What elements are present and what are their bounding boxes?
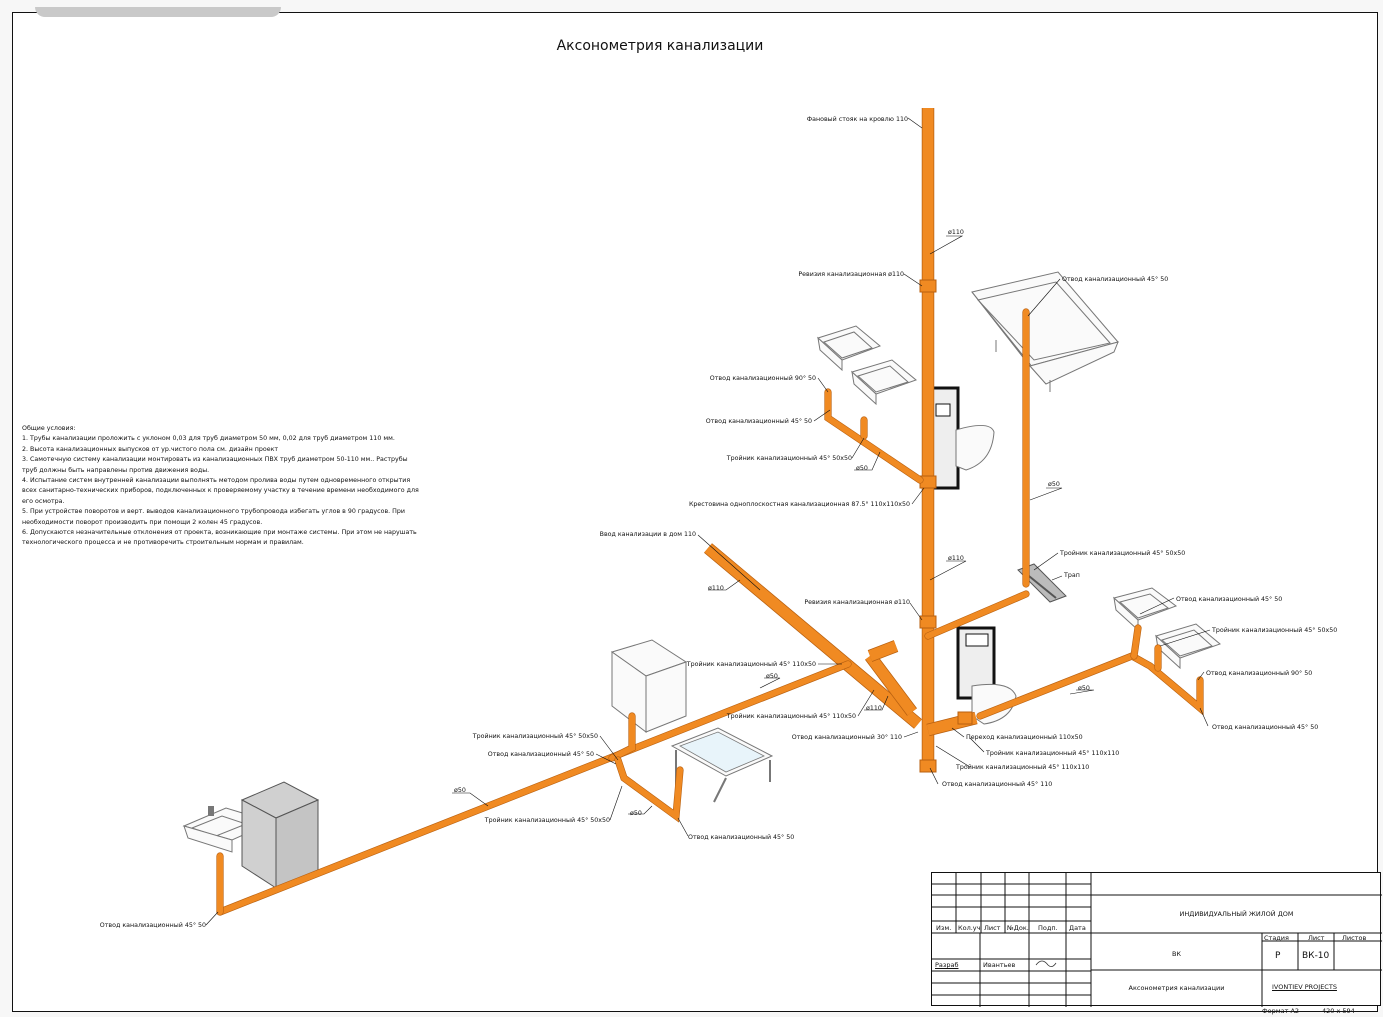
- label-tee-110-50-b: Тройник канализационный 45° 110х50: [726, 712, 856, 720]
- note-line: 3. Самотечную систему канализации монтир…: [22, 456, 408, 464]
- note-line: труб должны быть направлены против движе…: [22, 466, 210, 474]
- note-line: 5. При устройстве поворотов и верт. выво…: [22, 508, 405, 516]
- label-dia: ø50: [630, 810, 642, 817]
- leader-lines: [205, 117, 1211, 926]
- label-tee-110-50-a: Тройник канализационный 45° 110х50: [686, 660, 816, 668]
- label-tee-upper: Тройник канализационный 45° 50х50: [726, 454, 852, 462]
- tb-stage-label: Стадия: [1264, 934, 1289, 942]
- label-tee-right: Тройник канализационный 45° 50х50: [1211, 626, 1337, 634]
- tb-dev-label: Разраб: [935, 961, 959, 969]
- label-elbow-sink: Отвод канализационный 45° 50: [100, 921, 206, 929]
- size-label: 420 x 594: [1322, 1007, 1355, 1015]
- label-elbow-90-upper: Отвод канализационный 90° 50: [710, 374, 816, 382]
- tb-sheet-no: ВК-10: [1302, 951, 1330, 961]
- frame-tab: [35, 7, 281, 17]
- label-cross: Крестовина одноплоскостная канализационн…: [689, 500, 910, 508]
- title-block-grid: [932, 873, 1382, 1007]
- label-dia: ø110: [948, 555, 964, 562]
- tb-sheet-name: Аксонометрия канализации: [1128, 984, 1225, 992]
- label-dia: ø110: [866, 705, 882, 712]
- tb-code: ВК: [1171, 950, 1182, 958]
- label-tee-drain: Тройник канализационный 45° 50х50: [1059, 549, 1185, 557]
- format-label: Формат А2: [1262, 1007, 1300, 1015]
- note-line: 2. Высота канализационных выпусков от ур…: [22, 445, 279, 453]
- label-reducer: Переход канализационный 110х50: [966, 733, 1083, 741]
- label-floor-drain: Трап: [1063, 572, 1080, 579]
- note-line: 6. Допускаются незначительные отклонения…: [22, 529, 417, 537]
- label-elbow-table: Отвод канализационный 45° 50: [688, 833, 794, 841]
- wall-hung-toilet-lower: [956, 626, 1017, 725]
- drawing-title: Аксонометрия канализации: [556, 38, 764, 54]
- tb-header: Кол.уч: [958, 924, 981, 932]
- washbasin-right-lower: [1155, 623, 1221, 670]
- label-revision-upper: Ревизия канализационная ø110: [798, 271, 904, 278]
- label-dia: ø50: [1048, 481, 1060, 488]
- tb-header: Подп.: [1038, 924, 1058, 932]
- tb-sheets-label: Листов: [1342, 934, 1367, 942]
- label-elbow-right-2: Отвод канализационный 45° 50: [1212, 723, 1318, 731]
- label-tee-110-110-b: Тройник канализационный 45° 110х110: [955, 763, 1089, 771]
- washbasin-upper-right: [851, 359, 917, 406]
- label-inlet: Ввод канализации в дом 110: [600, 531, 696, 538]
- label-tee-left: Тройник канализационный 45° 50х50: [472, 732, 598, 740]
- label-bath-elbow: Отвод канализационный 45° 50: [1062, 275, 1168, 283]
- tb-header: Дата: [1069, 924, 1086, 932]
- dishwasher: [240, 781, 320, 889]
- label-vent-stack: Фановый стояк на кровлю 110: [807, 115, 908, 123]
- note-line: Общие условия:: [22, 425, 76, 432]
- table-frame: [670, 727, 774, 803]
- washbasin-upper-left: [817, 325, 881, 372]
- note-line: 1. Трубы канализации проложить с уклоном…: [22, 435, 395, 443]
- general-notes: Общие условия: 1. Трубы канализации прол…: [22, 424, 432, 549]
- tb-header: Изм.: [936, 924, 952, 932]
- drawing-frame: [12, 7, 1378, 1012]
- note-line: всех санитарно-технических приборов, под…: [22, 487, 419, 495]
- tb-header: №Док.: [1007, 924, 1029, 932]
- label-dia: ø50: [1078, 685, 1090, 692]
- bathtub: [971, 271, 1119, 392]
- label-tee-110-110-a: Тройник канализационный 45° 110х110: [985, 749, 1119, 757]
- tb-header: Лист: [984, 924, 1001, 932]
- label-elbow-90-right: Отвод канализационный 90° 50: [1206, 669, 1312, 677]
- label-dia: ø50: [766, 673, 778, 680]
- wall-hung-toilet-upper: [930, 386, 995, 490]
- note-line: его осмотра.: [22, 497, 65, 505]
- label-elbow-right-1: Отвод канализационный 45° 50: [1176, 595, 1282, 603]
- label-elbow-left: Отвод канализационный 45° 50: [488, 750, 594, 758]
- title-block: Изм. Кол.уч Лист №Док. Подп. Дата ИНДИВИ…: [931, 872, 1382, 1007]
- washing-machine: [610, 639, 688, 734]
- label-dia: ø110: [948, 229, 964, 236]
- callout-labels: Фановый стояк на кровлю 110 ø110 Ревизия…: [100, 115, 1337, 929]
- label-revision-lower: Ревизия канализационная ø110: [804, 599, 910, 606]
- pipes-110: [703, 108, 978, 773]
- tb-sheet-label: Лист: [1308, 934, 1325, 942]
- label-dia: ø110: [708, 585, 724, 592]
- label-tee-bottom: Тройник канализационный 45° 50х50: [484, 816, 610, 824]
- note-line: технологического процесса и не противоре…: [22, 539, 304, 547]
- note-line: необходимости поворот производить при по…: [22, 518, 263, 526]
- label-dia: ø50: [454, 787, 466, 794]
- label-elbow-30: Отвод канализационный 30° 110: [792, 733, 902, 741]
- label-elbow-45-110: Отвод канализационный 45° 110: [942, 780, 1052, 788]
- washbasin-right-upper: [1112, 587, 1178, 632]
- tb-company: IVONTIEV PROJECTS: [1272, 983, 1337, 991]
- tb-dev-name: Ивантьев: [983, 961, 1016, 969]
- label-elbow-45-upper: Отвод канализационный 45° 50: [706, 417, 812, 425]
- tb-stage: Р: [1275, 951, 1281, 961]
- label-dia: ø50: [856, 465, 868, 472]
- tb-project: ИНДИВИДУАЛЬНЫЙ ЖИЛОЙ ДОМ: [1179, 910, 1294, 918]
- note-line: 4. Испытание систем внутренней канализац…: [22, 477, 411, 485]
- pipes-50: [216, 308, 1204, 916]
